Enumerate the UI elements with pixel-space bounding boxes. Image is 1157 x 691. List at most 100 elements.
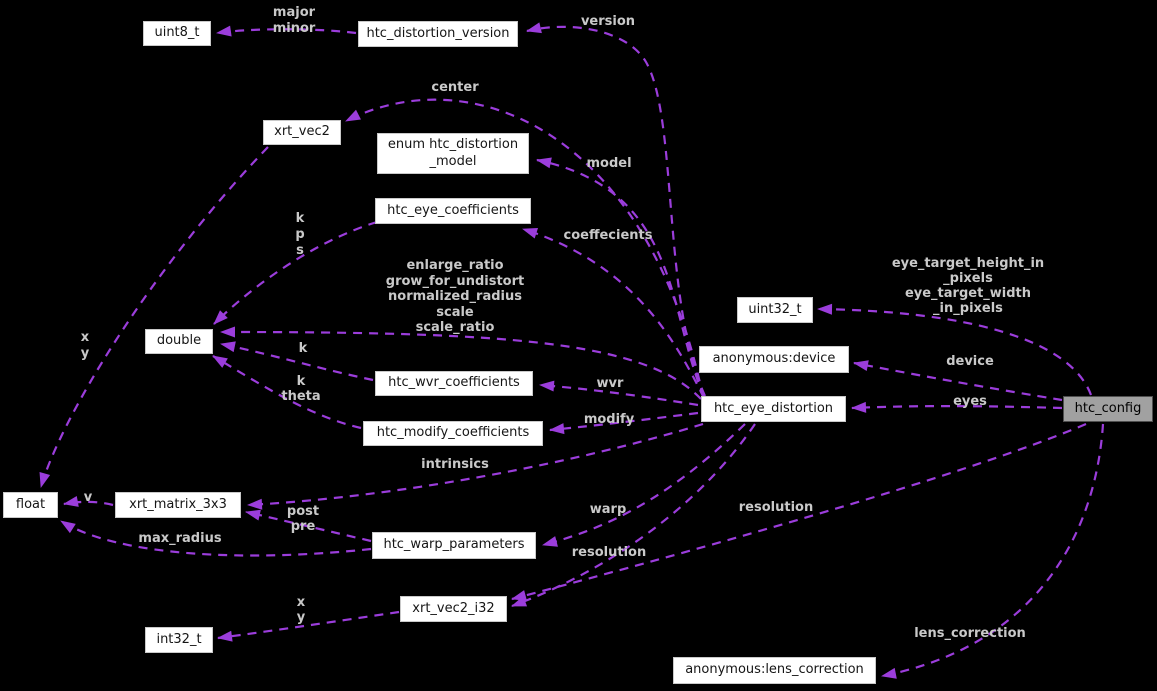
node-label: xrt_matrix_3x3 [129,496,227,512]
edge-x-y-i32 [217,610,400,642]
node-label: int32_t [156,631,202,647]
node-htc-eye-distortion[interactable]: htc_eye_distortion [701,396,846,422]
edge-label-post-pre: post pre [287,504,319,534]
node-label: htc_eye_coefficients [387,202,519,218]
edge-label-line: eye_target_height_in [891,256,1045,271]
edge-label-line: eye_target_width [904,286,1032,301]
node-label: htc_warp_parameters [383,537,525,553]
edge-k-theta [212,355,362,430]
node-anonymous-device: anonymous:device [699,346,849,373]
edge-x-y [39,146,269,488]
node-label: anonymous:lens_correction [685,662,864,678]
edge-label-intrinsics: intrinsics [421,457,489,472]
edge-version [526,22,707,397]
edge-coeffecients [522,227,705,399]
node-enum-htc-distortion-model[interactable]: enum htc_distortion _model [377,133,529,174]
node-label: xrt_vec2_i32 [412,600,495,616]
edge-label-x-y-i32: x y [297,595,305,625]
edge-label-lens-correction: lens_correction [914,626,1026,641]
node-htc-eye-coefficients[interactable]: htc_eye_coefficients [375,198,531,224]
edge-label-line: x [296,595,306,610]
node-label: htc_wvr_coefficients [388,375,520,391]
edge-label-line: k [295,211,305,226]
edge-v [63,496,114,507]
edge-label-warp: warp [589,502,627,517]
edge-label-line: y [80,346,90,361]
edge-label-k-theta: k theta [281,374,320,404]
node-label: float [15,496,46,512]
node-label-line: enum htc_distortion [387,136,519,152]
edge-label-line: major [272,5,316,20]
edge-label-center: center [431,80,479,95]
edge-major-minor [216,25,357,37]
node-label: anonymous:device [712,351,836,367]
edge-label-x-y: x y [81,330,89,362]
edge-label-major-minor: major minor [273,5,316,36]
node-double: double [145,329,213,354]
edge-label-coeffecients: coeffecients [563,228,653,243]
node-label: uint8_t [154,25,200,41]
edge-label-line: y [296,610,306,625]
edge-eye-target [817,303,1093,396]
edge-label-wvr: wvr [596,376,624,391]
edge-resolution-eye [511,423,756,608]
edge-label-line: k [296,374,306,389]
edge-label-line: scale_ratio [415,320,495,335]
edge-label-line: pre [290,519,316,534]
edge-label-eyes: eyes [953,394,987,409]
node-float: float [3,492,58,518]
edge-modify [549,411,699,435]
edge-label-line: p [295,227,305,242]
node-label: htc_eye_distortion [713,400,834,416]
edge-eye-coeff-fields [220,326,702,400]
node-label: uint32_t [748,301,802,317]
node-label: htc_distortion_version [366,25,510,41]
edge-label-k-p-s: k p s [295,211,304,259]
edge-label-line: normalized_radius [388,289,522,304]
edge-label-line: scale [436,304,474,320]
edge-label-line: x [80,330,90,345]
edge-label-line: grow_for_undistort [385,273,525,289]
edge-label-v: v [83,490,93,505]
node-label: htc_modify_coefficients [376,425,530,441]
edge-label-line: s [296,243,304,258]
edge-post-pre [245,509,372,543]
edge-lens-correction [881,423,1105,679]
edge-label-modify: modify [583,412,635,427]
node-xrt-vec2-i32[interactable]: xrt_vec2_i32 [400,596,507,622]
edge-label-resolution-config: resolution [738,500,814,515]
node-htc-wvr-coefficients[interactable]: htc_wvr_coefficients [375,371,533,396]
node-label: htc_config [1074,400,1142,416]
edge-label-device: device [946,354,994,369]
edge-label-eye-target: eye_target_height_in _pixels eye_target_… [892,256,1044,316]
edge-wvr [539,380,699,407]
node-htc-distortion-version[interactable]: htc_distortion_version [358,21,518,47]
node-xrt-vec2[interactable]: xrt_vec2 [263,120,341,145]
edge-k-p-s [213,220,378,325]
edge-center [345,98,705,398]
edge-label-eye-coeff-fields: enlarge_ratio grow_for_undistort normali… [386,258,524,336]
node-htc-warp-parameters[interactable]: htc_warp_parameters [372,532,536,559]
edge-label-line: _in_pixels [933,301,1003,316]
node-uint32-t: uint32_t [737,297,813,323]
edge-label-line: post [286,504,320,519]
edge-label-k: k [298,341,308,356]
node-htc-config: htc_config [1063,396,1153,422]
edge-label-version: version [580,14,636,29]
edge-label-line: minor [272,20,316,36]
edge-model [536,157,706,398]
node-xrt-matrix-3x3[interactable]: xrt_matrix_3x3 [115,492,241,518]
node-label: xrt_vec2 [274,124,330,140]
edge-eyes [851,401,1063,413]
edge-intrinsics [247,422,704,510]
edge-device [853,360,1063,402]
edge-label-model: model [586,156,632,171]
node-int32-t: int32_t [145,627,213,653]
edge-k [220,341,374,382]
node-anonymous-lens-correction: anonymous:lens_correction [673,657,876,684]
node-htc-modify-coefficients[interactable]: htc_modify_coefficients [363,421,543,446]
edge-resolution-config [511,422,1087,601]
edge-label-max-radius: max_radius [138,531,222,546]
